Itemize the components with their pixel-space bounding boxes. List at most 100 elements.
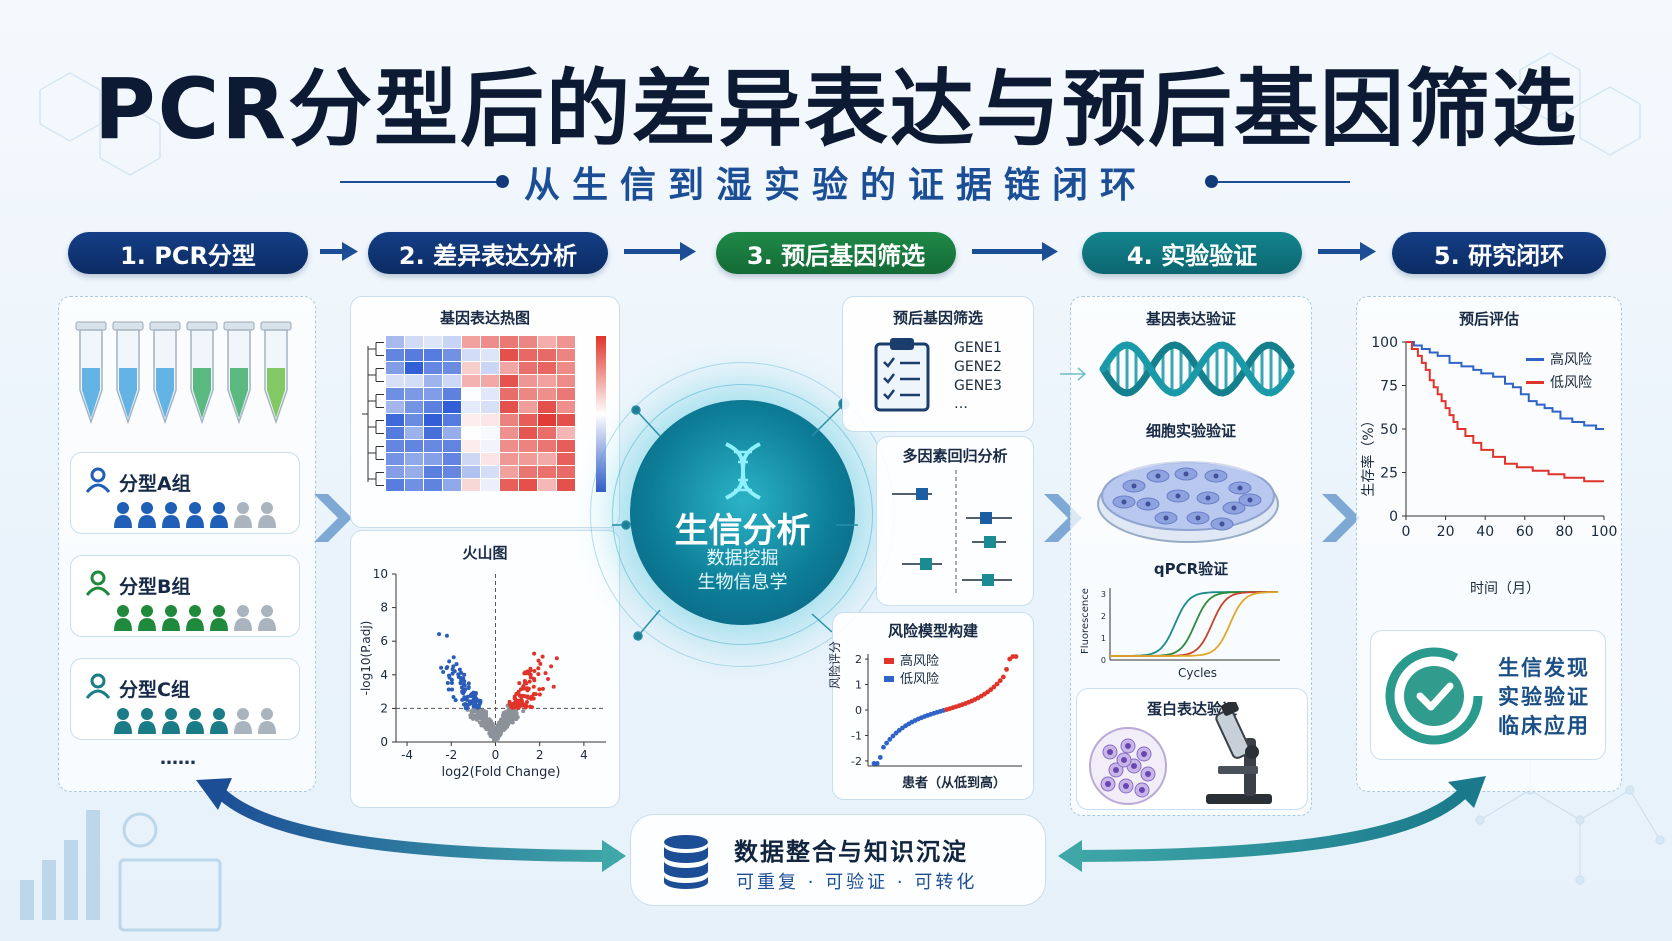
group-card-b[interactable]: 分型B组 (70, 555, 300, 637)
heatmap-cell (500, 453, 518, 465)
risk-card (832, 612, 1034, 800)
volcano-point (451, 655, 456, 660)
integration-sub: 可重复 · 可验证 · 可转化 (736, 872, 978, 893)
volcano-point (554, 656, 559, 661)
heatmap-cell (462, 414, 480, 426)
protein-title: 蛋白表达验证 (1146, 700, 1237, 718)
person-icon-body (234, 721, 252, 734)
cell-nucleus (1237, 485, 1243, 491)
heatmap-cell (462, 388, 480, 400)
qpcr-ylabel: Fluorescence (1080, 588, 1091, 654)
heatmap-cell (462, 440, 480, 452)
person-icon (261, 605, 273, 617)
volcano-title: 火山图 (462, 544, 508, 562)
volcano-point (496, 736, 501, 741)
heatmap-cell (405, 414, 423, 426)
heatmap-cell (538, 453, 556, 465)
heatmap-cell (462, 336, 480, 348)
step-3-pill[interactable]: 3. 预后基因筛选 (716, 232, 956, 274)
dish-shine (1113, 459, 1263, 478)
volcano-point (549, 664, 554, 669)
heatmap-cell (405, 362, 423, 374)
forest-plot (892, 470, 1012, 594)
tube-cap (186, 321, 218, 331)
heatmap-cell (405, 479, 423, 491)
qpcr-curve (1110, 591, 1278, 657)
heatmap-cell (386, 414, 404, 426)
person-icon-body (210, 515, 228, 528)
heatmap-cell (481, 362, 499, 374)
heatmap-cell (519, 427, 537, 439)
step-1-pill[interactable]: 1. PCR分型 (68, 232, 308, 274)
volcano-point (503, 710, 508, 715)
volcano-point (499, 722, 504, 727)
cell-validation-title: 细胞实验验证 (1145, 422, 1236, 440)
cell-nucleus (1155, 473, 1161, 479)
step-4-pill[interactable]: 4. 实验验证 (1082, 232, 1302, 274)
volcano-point (449, 677, 454, 682)
subtitle: 从生信到湿实验的证据链闭环 (523, 165, 1148, 206)
check-circle-icon (1385, 647, 1483, 745)
hub-connectors (612, 398, 858, 641)
heatmap-cell (481, 401, 499, 413)
volcano-point (502, 714, 507, 719)
step-5-pill[interactable]: 5. 研究闭环 (1392, 232, 1606, 274)
volcano-point (521, 684, 526, 689)
heatmap-cell (424, 479, 442, 491)
heatmap-cell (405, 440, 423, 452)
person-icon-body (114, 721, 132, 734)
qpcr-ytick: 3 (1101, 590, 1106, 599)
microscope-icon (1206, 702, 1272, 804)
group-card-c[interactable]: 分型C组 (70, 658, 300, 740)
heatmap-cell (405, 466, 423, 478)
person-icon-body (162, 618, 180, 631)
km-legend-high: 高风险 (1550, 352, 1592, 368)
volcano-point (439, 665, 444, 670)
person-icon (189, 708, 201, 720)
volcano-point (507, 701, 512, 706)
group-a-title: 分型A组 (119, 473, 191, 495)
group-card-a[interactable]: 分型A组 (70, 452, 300, 534)
volcano-point (521, 703, 526, 708)
step-2-pill[interactable]: 2. 差异表达分析 (368, 232, 608, 274)
person-icon-body (186, 721, 204, 734)
volcano-ytick: 8 (380, 601, 388, 615)
heatmap-cell (538, 479, 556, 491)
heatmap-cell (519, 414, 537, 426)
heatmap-cell (424, 453, 442, 465)
forest-title: 多因素回归分析 (902, 447, 1008, 465)
gene-validation-title: 基因表达验证 (1145, 310, 1236, 328)
volcano-point (527, 679, 532, 684)
volcano-point (449, 681, 454, 686)
heatmap-cell (538, 375, 556, 387)
qpcr-ytick: 1 (1101, 634, 1106, 643)
volcano-ytick: 0 (380, 735, 388, 749)
heatmap-cell (386, 362, 404, 374)
heatmap-cell (386, 375, 404, 387)
km-xlabel: 时间（月） (1470, 581, 1540, 597)
volcano-point (451, 664, 456, 669)
volcano-point (488, 734, 493, 739)
dna-strand (1099, 341, 1295, 397)
loop-arrows (196, 776, 1486, 872)
stained-nucleus (1121, 757, 1127, 763)
volcano-point (531, 696, 536, 701)
risk-point (874, 761, 880, 766)
heatmap-cell (538, 388, 556, 400)
closure-line-1: 生信发现 (1498, 656, 1590, 680)
heatmap-cell (443, 362, 461, 374)
subtitle-line-left (340, 181, 500, 183)
heatmap-cell (424, 388, 442, 400)
volcano-point (444, 666, 449, 671)
km-ytick: 25 (1380, 466, 1398, 482)
volcano-point (488, 721, 493, 726)
volcano-point (521, 709, 526, 714)
heatmap-cell (443, 375, 461, 387)
qpcr-title: qPCR验证 (1153, 560, 1229, 578)
volcano-point (465, 694, 470, 699)
tube-liquid (230, 368, 248, 418)
risk-ytick: -1 (851, 729, 862, 742)
volcano-point (510, 720, 515, 725)
volcano-point (532, 678, 537, 683)
